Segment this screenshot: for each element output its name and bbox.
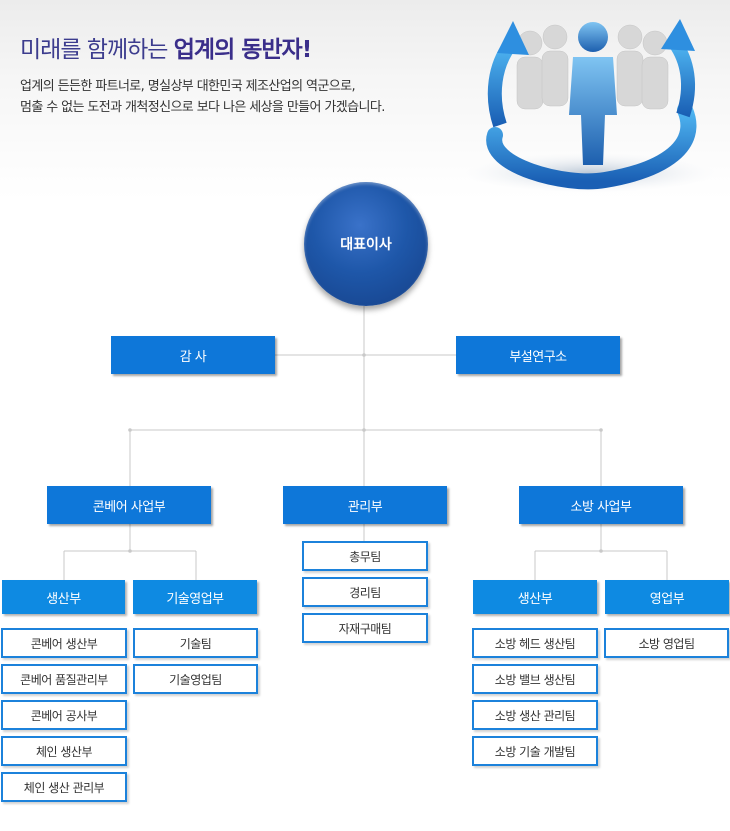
team-box: 경리팀 xyxy=(302,577,428,607)
headline-light: 미래를 함께하는 xyxy=(20,37,174,63)
team-box: 기술팀 xyxy=(133,628,258,658)
audit-node: 감 사 xyxy=(111,336,275,374)
admin-division-node: 관리부 xyxy=(283,486,447,524)
team-box: 소방 생산 관리팀 xyxy=(472,700,598,730)
headline-bold: 업계의 동반자! xyxy=(173,37,312,63)
team-box: 자재구매팀 xyxy=(302,613,428,643)
conveyor-tech-sales-dept: 기술영업부 xyxy=(133,580,257,614)
fire-sales-dept: 영업부 xyxy=(605,580,729,614)
team-box: 체인 생산 관리부 xyxy=(1,772,127,802)
team-box: 소방 헤드 생산팀 xyxy=(472,628,598,658)
team-box: 소방 기술 개발팀 xyxy=(472,736,598,766)
description-line-1: 업계의 든든한 파트너로, 명실상부 대한민국 제조산업의 역군으로, xyxy=(20,79,356,94)
team-box: 소방 영업팀 xyxy=(604,628,729,658)
fire-division-node: 소방 사업부 xyxy=(519,486,683,524)
team-box: 총무팀 xyxy=(302,541,428,571)
team-box: 기술영업팀 xyxy=(133,664,258,694)
business-people-arrows-illustration xyxy=(465,19,715,193)
fire-production-dept: 생산부 xyxy=(473,580,597,614)
page-headline: 미래를 함께하는 업계의 동반자! xyxy=(20,30,312,64)
team-box: 콘베어 생산부 xyxy=(1,628,127,658)
team-box: 체인 생산부 xyxy=(1,736,127,766)
hero-banner: 미래를 함께하는 업계의 동반자! 업계의 든든한 파트너로, 명실상부 대한민… xyxy=(0,0,730,200)
ceo-node: 대표이사 xyxy=(304,182,428,306)
lab-node: 부설연구소 xyxy=(456,336,620,374)
team-box: 소방 밸브 생산팀 xyxy=(472,664,598,694)
hero-description: 업계의 든든한 파트너로, 명실상부 대한민국 제조산업의 역군으로, 멈출 수… xyxy=(20,76,385,118)
description-line-2: 멈출 수 없는 도전과 개척정신으로 보다 나은 세상을 만들어 가겠습니다. xyxy=(20,100,385,115)
conveyor-production-dept: 생산부 xyxy=(2,580,125,614)
team-box: 콘베어 공사부 xyxy=(1,700,127,730)
team-box: 콘베어 품질관리부 xyxy=(1,664,127,694)
conveyor-division-node: 콘베어 사업부 xyxy=(47,486,211,524)
